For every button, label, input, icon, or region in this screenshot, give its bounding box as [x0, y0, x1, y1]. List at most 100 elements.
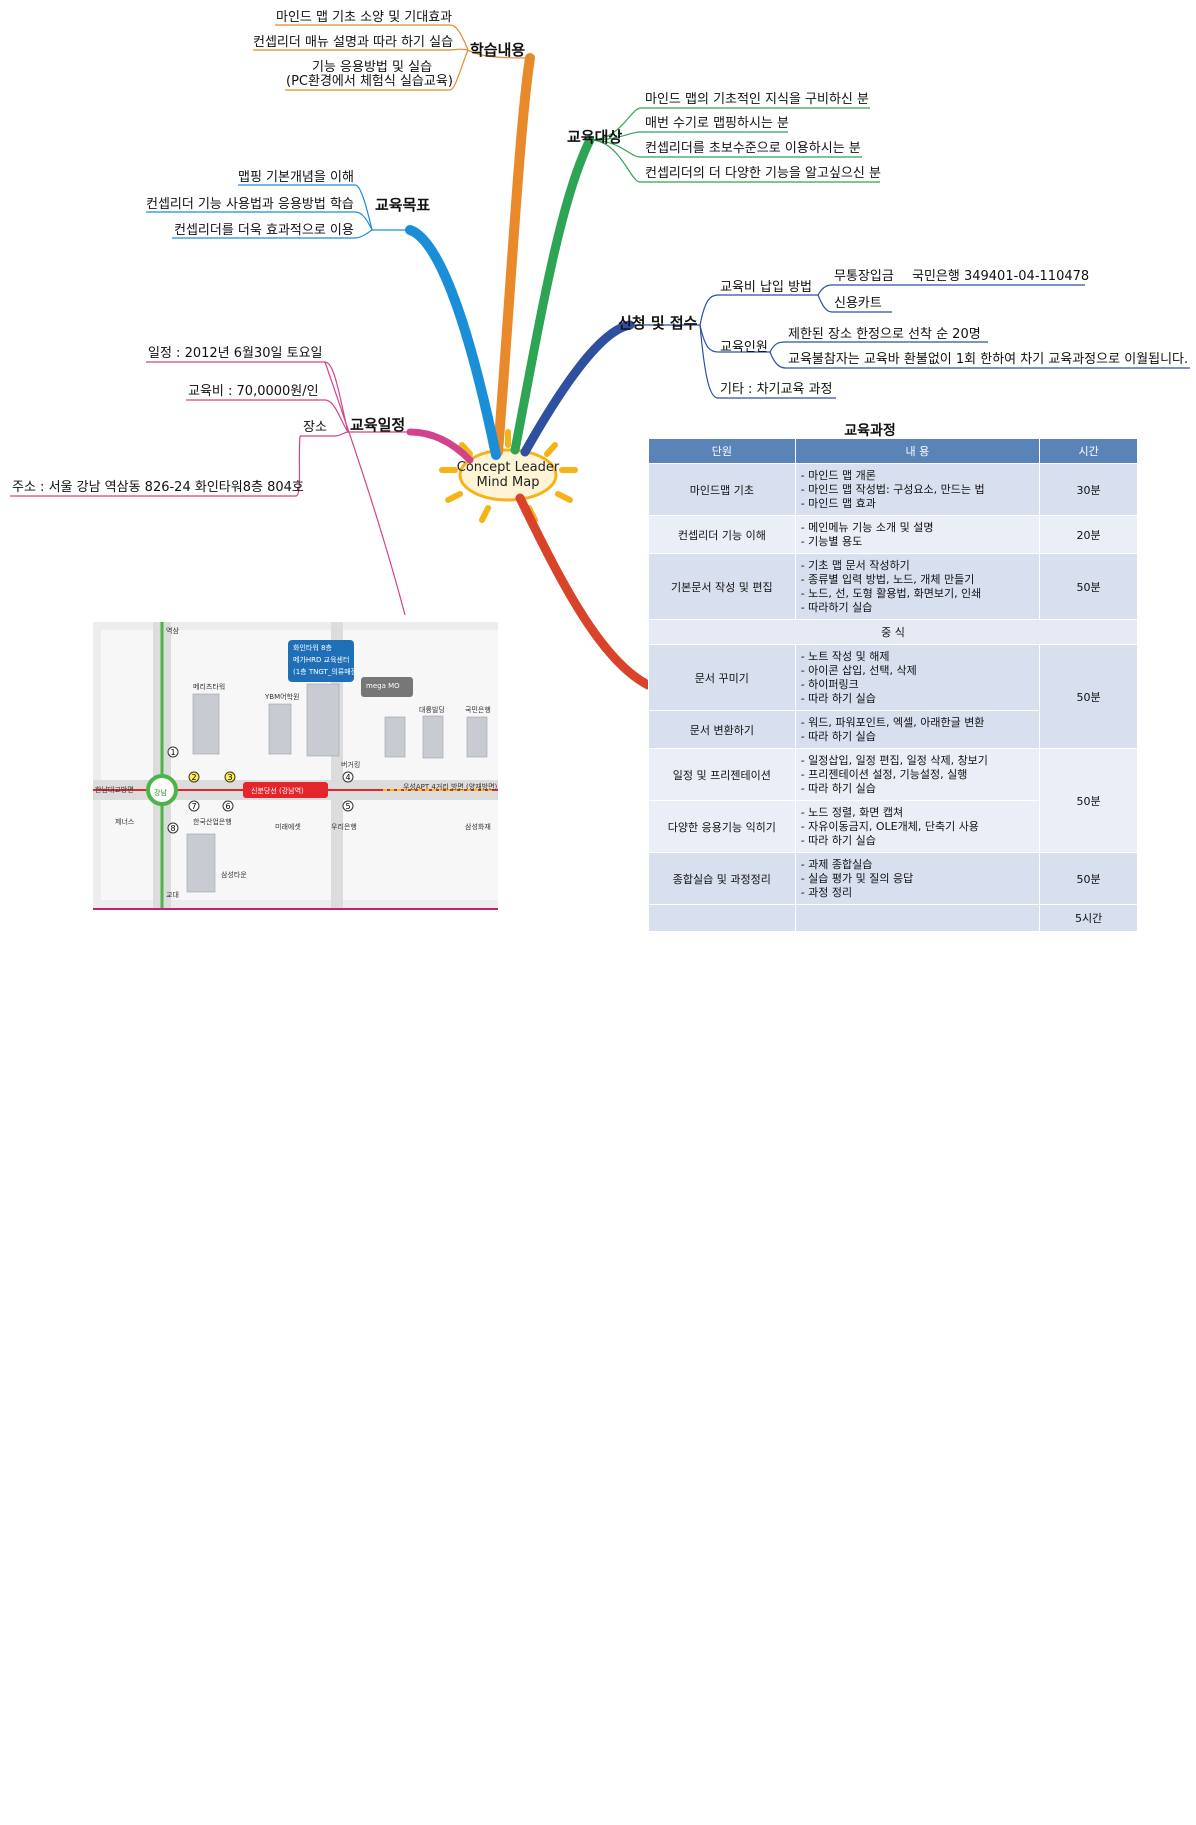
desc-line: - 따라 하기 실습	[800, 781, 876, 795]
exit-6: 6	[225, 802, 230, 811]
cell-unit: 기본문서 작성 및 편집	[648, 553, 796, 620]
header-content: 내 용	[794, 438, 1041, 464]
table-row: 마인드맵 기초 - 마인드 맵 개론- 마인드 맵 작성법: 구성요소, 만드는…	[648, 463, 1138, 516]
target-connectors	[589, 107, 880, 183]
desc-line: - 과제 종합실습	[800, 857, 873, 871]
table-row: 다양한 응용기능 익히기 - 노드 정렬, 화면 캡쳐- 자유이동금지, OLE…	[648, 800, 1138, 853]
apply-connectors	[630, 284, 1190, 399]
apply-other: 기타 : 차기교육 과정	[720, 382, 833, 397]
map-label: 미래에셋	[275, 823, 301, 831]
map-label: 한남대교방면	[95, 786, 134, 794]
apply-payment-label: 교육비 납입 방법	[720, 280, 812, 295]
desc-line: - 자유이동금지, OLE개체, 단축기 사용	[800, 819, 979, 833]
table-row-lunch: 중 식	[648, 619, 1138, 645]
map-label: 제너스	[115, 818, 135, 826]
table-row: 일정 및 프리젠테이션 - 일정삽입, 일정 편집, 일정 삭제, 창보기- 프…	[648, 748, 1138, 853]
center-title: Concept Leader Mind Map	[457, 460, 559, 490]
location-map-drawing: 1 2 3 4 5 6 7 8	[93, 622, 498, 908]
curriculum-title: 교육과정	[844, 423, 896, 439]
map-label: 삼성화재	[465, 823, 491, 831]
map-mega-label: mega MO	[366, 682, 400, 690]
curriculum-header-row: 단원 내 용 시간	[648, 438, 1138, 464]
desc-line: - 실습 평가 및 질의 응답	[800, 871, 914, 885]
schedule-address: 주소 : 서울 강남 역삼동 826-24 화인타워8층 804호	[12, 480, 304, 495]
exit-7: 7	[191, 802, 196, 811]
cell-desc: - 노트 작성 및 해제- 아이콘 삽입, 선택, 삭제- 하이퍼링크- 따라 …	[794, 644, 1041, 711]
exit-3: 3	[227, 773, 232, 782]
branch-curriculum	[515, 493, 653, 690]
apply-capacity-2: 교육불참자는 교육바 환불없이 1회 한하여 차기 교육과정으로 이월됩니다.	[788, 352, 1189, 367]
learning-item-3: 기능 응용방법 및 실습	[312, 60, 433, 75]
curriculum-table: 단원 내 용 시간 마인드맵 기초 - 마인드 맵 개론- 마인드 맵 작성법:…	[648, 438, 1138, 932]
branch-label-learning: 학습내용	[470, 41, 526, 59]
branch-label-target: 교육대상	[567, 128, 623, 146]
goal-connectors	[146, 184, 410, 239]
cell-unit: 문서 꾸미기	[648, 644, 796, 711]
apply-payment-transfer: 무통장입금	[834, 269, 894, 284]
goal-item-2: 컨셉리더 기능 사용법과 응용방법 학습	[146, 197, 354, 212]
learning-item-1: 마인드 맵 기초 소양 및 기대효과	[276, 10, 453, 25]
header-unit: 단원	[648, 438, 796, 464]
branch-label-apply: 신청 및 접수	[618, 314, 698, 332]
map-label: YBM어학원	[265, 693, 300, 701]
cell-desc: - 마인드 맵 개론- 마인드 맵 작성법: 구성요소, 만드는 법- 마인드 …	[794, 463, 1041, 516]
cell-unit: 컨셉리더 기능 이해	[648, 515, 796, 554]
map-label: 버거킹	[341, 761, 361, 769]
cell-total: 5시간	[1039, 904, 1138, 932]
location-map: 1 2 3 4 5 6 7 8 화인타워 8층 메가HRD 교육센터 (1층 T…	[93, 622, 498, 910]
desc-line: - 따라 하기 실습	[800, 691, 876, 705]
map-center-label: 메가HRD 교육센터	[293, 656, 350, 664]
desc-line: - 워드, 파워포인트, 엑셀, 아래한글 변환	[800, 715, 985, 729]
cell-desc: - 일정삽입, 일정 편집, 일정 삭제, 창보기- 프리젠테이션 설정, 기능…	[794, 748, 1041, 801]
desc-line: - 마인드 맵 효과	[800, 496, 876, 510]
desc-line: - 기초 맵 문서 작성하기	[800, 558, 910, 572]
cell-desc: - 워드, 파워포인트, 엑셀, 아래한글 변환- 따라 하기 실습	[794, 710, 1041, 749]
exit-4: 4	[345, 773, 350, 782]
header-time: 시간	[1039, 438, 1138, 464]
desc-line: - 아이콘 삽입, 선택, 삭제	[800, 663, 917, 677]
exit-1: 1	[170, 748, 175, 757]
cell-time: 30분	[1039, 463, 1138, 516]
map-label: 우성APT 4거리 방면 (양재방면)	[403, 783, 498, 791]
map-label: 우리은행	[331, 823, 357, 831]
cell-desc: - 노드 정렬, 화면 캡쳐- 자유이동금지, OLE개체, 단축기 사용- 따…	[794, 800, 1041, 853]
desc-line: - 마인드 맵 개론	[800, 468, 876, 482]
cell-desc: - 과제 종합실습- 실습 평가 및 질의 응답- 과정 정리	[794, 852, 1041, 905]
goal-item-1: 맵핑 기본개념을 이해	[238, 170, 354, 185]
cell-time: 50분	[1039, 748, 1138, 853]
desc-line: - 메인메뉴 기능 소개 및 설명	[800, 520, 934, 534]
cell-lunch: 중 식	[648, 619, 1138, 645]
schedule-fee: 교육비 : 70,0000원/인	[188, 384, 319, 399]
desc-line: - 프리젠테이션 설정, 기능설정, 실행	[800, 767, 968, 781]
desc-line: - 기능별 용도	[800, 534, 863, 548]
schedule-connectors	[10, 361, 410, 616]
table-row-total: 5시간	[648, 904, 1138, 932]
target-item-4: 컨셉리더의 더 다양한 기능을 알고싶으신 분	[645, 166, 881, 181]
cell-time: 20분	[1039, 515, 1138, 554]
branch-goal	[405, 225, 501, 460]
map-label: 강남	[154, 789, 167, 797]
desc-line: - 노드 정렬, 화면 캡쳐	[800, 805, 904, 819]
learning-connectors	[253, 24, 531, 91]
desc-line: - 따라 하기 실습	[800, 833, 876, 847]
goal-item-3: 컨셉리더를 더욱 효과적으로 이용	[174, 223, 354, 238]
desc-line: - 마인드 맵 작성법: 구성요소, 만드는 법	[800, 482, 985, 496]
desc-line: - 따라 하기 실습	[800, 729, 876, 743]
map-building-label: 화인타워 8층	[293, 644, 332, 652]
map-label: 대륭빌딩	[419, 706, 445, 714]
map-label: 메리츠타워	[193, 683, 226, 691]
table-row: 컨셉리더 기능 이해 - 메인메뉴 기능 소개 및 설명- 기능별 용도 20분	[648, 515, 1138, 554]
apply-capacity-1: 제한된 장소 한정으로 선착 순 20명	[788, 327, 981, 342]
map-label: 역삼	[166, 627, 179, 635]
map-label: 국민은행	[465, 706, 491, 714]
sun-icon	[439, 429, 578, 523]
branch-label-schedule: 교육일정	[350, 416, 406, 434]
learning-item-2: 컨셉리더 매뉴 설명과 따라 하기 실습	[253, 35, 454, 50]
map-label: 신분당선 (강남역)	[251, 787, 304, 795]
branch-target	[510, 135, 595, 455]
cell-unit: 마인드맵 기초	[648, 463, 796, 516]
schedule-date: 일정 : 2012년 6월30일 토요일	[148, 346, 323, 361]
apply-payment-bank: 국민은행 349401-04-110478	[912, 269, 1090, 284]
learning-item-4: (PC환경에서 체험식 실습교육)	[286, 74, 453, 89]
